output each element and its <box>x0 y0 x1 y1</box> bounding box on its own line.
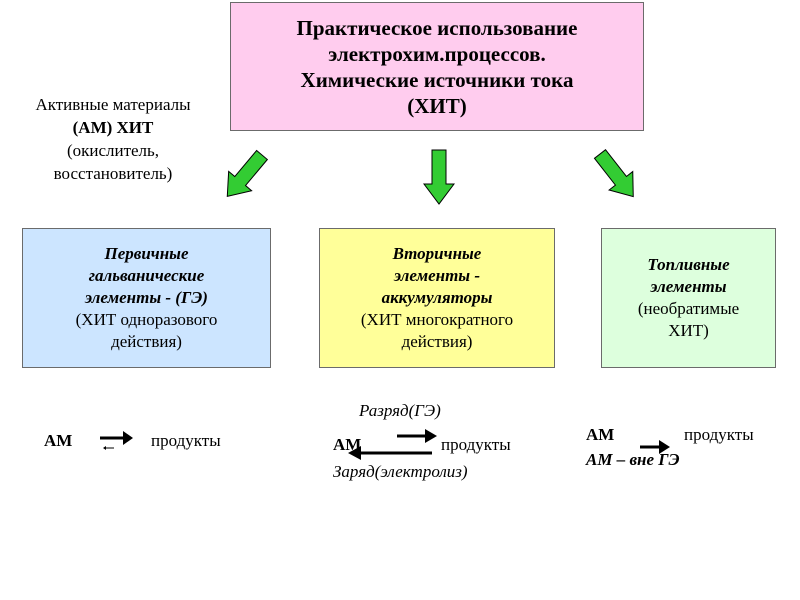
fuel-detail-1: (необратимые <box>637 299 740 318</box>
primary-heading-2: гальванические <box>88 266 205 285</box>
title-line-2: электрохим.процессов. <box>328 41 546 66</box>
fuel-cells-box: Топливные элементы (необратимые ХИТ) <box>601 228 776 368</box>
title-box: Практическое использование электрохим.пр… <box>230 2 644 131</box>
primary-product: продукты <box>151 431 221 450</box>
fuel-product: продукты <box>684 425 754 444</box>
charge-arrow-icon <box>348 446 432 460</box>
secondary-cells-box: Вторичные элементы - аккумуляторы (ХИТ м… <box>319 228 555 368</box>
secondary-reactant: АМ <box>333 435 362 454</box>
primary-back-arrow-icon <box>103 446 114 450</box>
discharge-label: Разряд(ГЭ) <box>359 401 441 420</box>
secondary-heading-1: Вторичные <box>392 244 482 263</box>
secondary-detail-1: (ХИТ многократного <box>360 310 514 329</box>
active-materials-line-3: (окислитель, <box>66 141 160 160</box>
primary-forward-arrow-icon <box>100 431 133 445</box>
active-materials-line-1: Активные материалы <box>35 95 191 114</box>
secondary-detail-2: действия) <box>401 332 473 351</box>
primary-detail-1: (ХИТ одноразового <box>75 310 218 329</box>
active-materials-label: Активные материалы (АМ) ХИТ (окислитель,… <box>8 93 218 185</box>
secondary-heading-2: элементы - <box>393 266 481 285</box>
primary-reactant: АМ <box>44 431 73 450</box>
fuel-note: АМ – вне ГЭ <box>586 450 680 469</box>
fuel-forward-arrow-icon <box>640 440 670 454</box>
primary-detail-2: действия) <box>111 332 182 351</box>
fuel-heading-1: Топливные <box>647 255 730 274</box>
discharge-arrow-icon <box>397 429 437 443</box>
active-materials-line-4: восстановитель) <box>53 164 173 183</box>
title-line-1: Практическое использование <box>296 15 578 40</box>
fuel-reactant: АМ <box>586 425 615 444</box>
secondary-product: продукты <box>441 435 511 454</box>
secondary-heading-3: аккумуляторы <box>381 288 493 307</box>
active-materials-line-2: (АМ) ХИТ <box>72 118 154 137</box>
fuel-heading-2: элементы <box>650 277 727 296</box>
fuel-detail-2: ХИТ) <box>668 321 709 340</box>
title-line-4: (ХИТ) <box>407 93 467 118</box>
charge-label: Заряд(электролиз) <box>333 462 468 481</box>
primary-heading-3: элементы - (ГЭ) <box>85 288 208 307</box>
title-line-3: Химические источники тока <box>300 67 574 92</box>
primary-cells-box: Первичные гальванические элементы - (ГЭ)… <box>22 228 271 368</box>
primary-heading-1: Первичные <box>104 244 189 263</box>
